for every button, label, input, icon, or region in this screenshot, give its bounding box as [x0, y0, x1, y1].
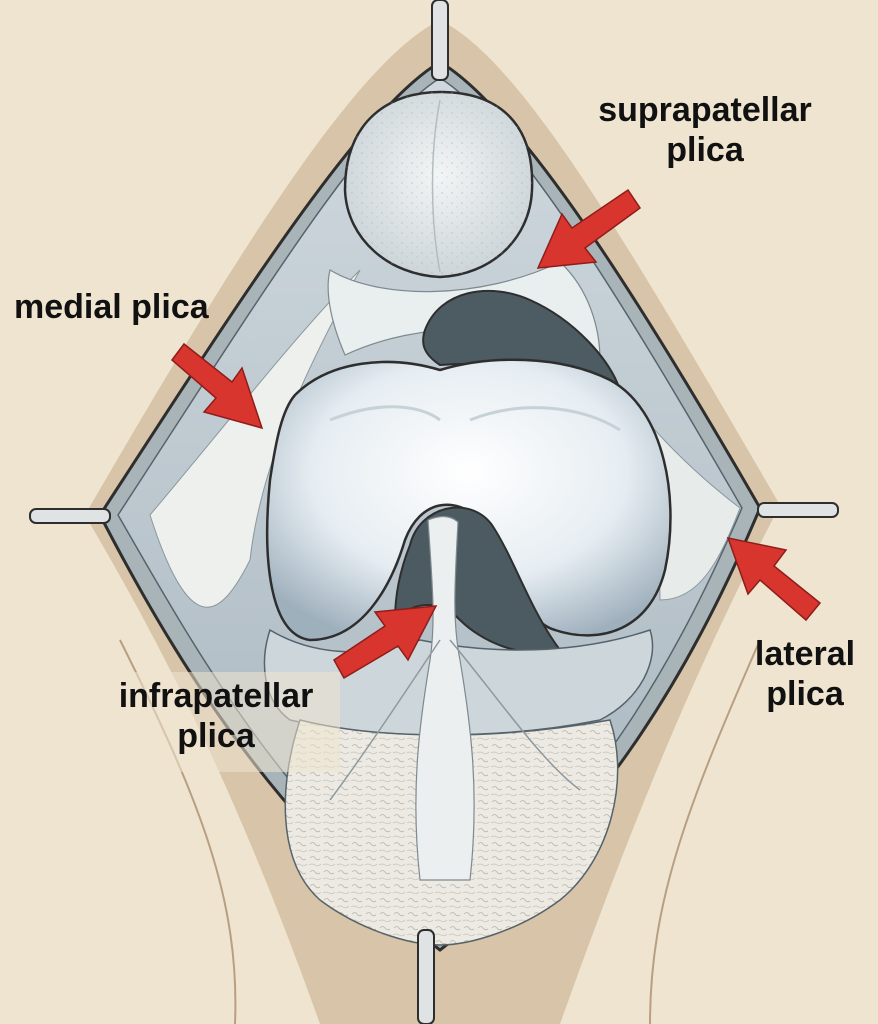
arrow-lateral — [726, 536, 822, 622]
label-suprapatellar-line1: suprapatellar — [598, 91, 812, 129]
arrow-medial — [170, 342, 264, 430]
label-infrapatellar-line2: plica — [177, 717, 255, 755]
label-suprapatellar-plica: suprapatellar plica — [578, 90, 832, 170]
label-lateral-line1: lateral — [754, 635, 856, 673]
arrow-suprapatellar — [536, 188, 642, 269]
label-infrapatellar-line1: infrapatellar — [118, 677, 314, 715]
label-suprapatellar-line2: plica — [666, 131, 744, 169]
label-medial-line1: medial plica — [14, 288, 209, 326]
label-lateral-plica: lateral plica — [740, 634, 870, 714]
label-medial-plica: medial plica — [14, 287, 209, 327]
red-arrow-icon — [170, 188, 822, 680]
arrow-infrapatellar — [333, 605, 438, 680]
label-lateral-line2: plica — [766, 675, 844, 713]
retractor-icon — [29, 0, 839, 1024]
label-background — [92, 672, 340, 772]
infrapatellar-plica — [415, 515, 475, 881]
label-infrapatellar-plica: infrapatellar plica — [96, 676, 336, 756]
